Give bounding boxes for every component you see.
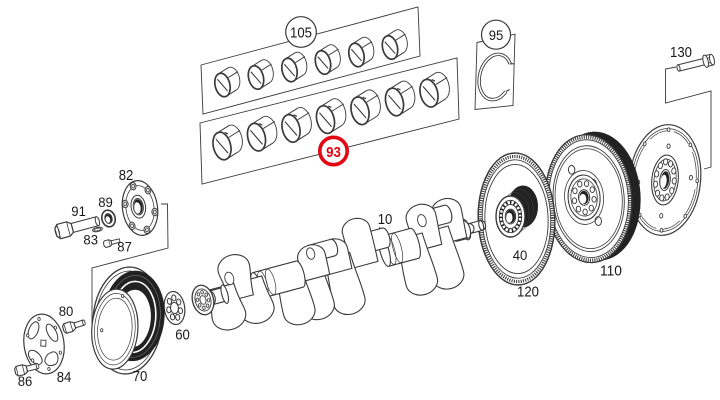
svg-text:110: 110 (600, 263, 622, 280)
svg-text:130: 130 (670, 44, 692, 61)
svg-text:86: 86 (18, 373, 33, 389)
svg-text:105: 105 (290, 24, 312, 41)
svg-text:120: 120 (517, 284, 539, 301)
svg-text:40: 40 (513, 247, 528, 263)
svg-text:95: 95 (489, 27, 504, 43)
svg-text:82: 82 (119, 167, 134, 184)
svg-text:91: 91 (71, 203, 86, 219)
svg-text:60: 60 (175, 327, 190, 344)
svg-text:93: 93 (326, 144, 341, 161)
svg-text:10: 10 (378, 211, 393, 228)
svg-text:87: 87 (117, 239, 132, 255)
svg-text:84: 84 (57, 369, 72, 386)
svg-text:89: 89 (98, 194, 113, 210)
svg-text:70: 70 (133, 368, 148, 385)
svg-text:83: 83 (83, 232, 98, 248)
svg-text:80: 80 (59, 303, 74, 319)
